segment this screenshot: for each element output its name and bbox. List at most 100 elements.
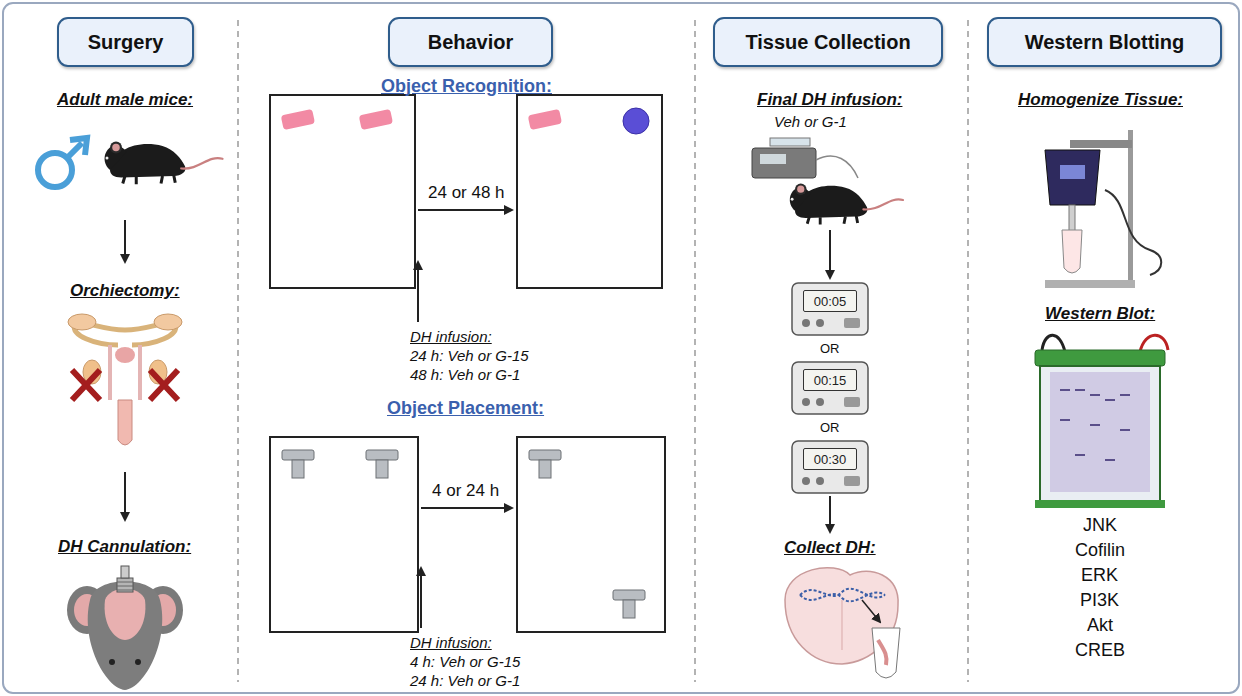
illustration-part <box>417 262 419 322</box>
illustration-part <box>1060 165 1085 179</box>
timer-display: 00:30 <box>803 448 857 470</box>
infusion-heading: DH infusion: <box>410 328 492 345</box>
illustration-part <box>694 20 696 682</box>
illustration-part <box>421 507 512 509</box>
illustration-part <box>124 472 126 520</box>
section-header: Behavior <box>388 17 553 67</box>
illustration-part <box>816 156 858 178</box>
illustration-part <box>792 441 868 493</box>
task-heading: Object Placement: <box>387 398 544 419</box>
illustration-part <box>1140 335 1168 352</box>
illustration-part <box>539 460 551 478</box>
illustration-part <box>68 314 96 330</box>
illustration-part <box>115 347 135 363</box>
illustration-part <box>376 460 388 478</box>
t-objects <box>282 450 645 618</box>
illustration-part <box>760 154 786 164</box>
illustration-part <box>1040 366 1160 501</box>
illustration-part <box>1035 500 1165 508</box>
illustration-part <box>420 568 422 628</box>
illustration-part <box>1060 390 1130 460</box>
illustration-part <box>1045 280 1135 288</box>
protein-name: ERK <box>1081 565 1118 586</box>
or-label: OR <box>820 341 840 356</box>
male-symbol <box>38 138 87 187</box>
illustration-part <box>613 590 645 600</box>
illustration-part <box>237 20 239 682</box>
illustration-part <box>862 600 880 622</box>
homogenizer <box>1045 130 1161 288</box>
eraser-objects <box>281 108 649 134</box>
box-text: Surgery <box>88 31 164 54</box>
step-heading: Homogenize Tissue: <box>1018 90 1183 110</box>
illustration-part <box>1062 230 1082 273</box>
protein-name: Cofilin <box>1075 540 1125 561</box>
illustration-part <box>109 659 115 665</box>
illustration-part <box>517 95 662 288</box>
illustration-part <box>872 628 900 678</box>
infusion-note: 24 h: Veh or G-1 <box>410 672 520 689</box>
illustration-part <box>124 220 126 262</box>
illustration-part <box>117 582 133 590</box>
step-heading: Final DH infusion: <box>757 90 902 110</box>
illustration-part <box>105 589 146 640</box>
illustration-part <box>623 600 635 618</box>
illustration-part <box>154 314 182 330</box>
illustration-part <box>1035 350 1165 366</box>
step-heading: Adult male mice: <box>57 90 193 110</box>
illustration-part <box>1128 130 1133 280</box>
illustration-part <box>150 370 178 400</box>
illustration-part <box>1070 140 1132 148</box>
box-text: 00:30 <box>814 452 847 467</box>
box-text: Western Blotting <box>1025 31 1185 54</box>
illustration-part <box>117 578 133 592</box>
illustration-part <box>842 600 843 650</box>
task-heading: Object Recognition: <box>381 76 552 97</box>
illustration-part <box>878 640 887 665</box>
illustration-part <box>281 109 315 130</box>
timer-display: 00:15 <box>803 369 857 391</box>
illustration-part <box>528 109 562 130</box>
protein-name: CREB <box>1075 640 1125 661</box>
timer-display: 00:05 <box>803 290 857 312</box>
reproductive-tract <box>68 314 182 445</box>
treatment-label: Veh or G-1 <box>774 113 847 130</box>
box-text: 00:05 <box>814 294 847 309</box>
step-heading: Collect DH: <box>784 538 876 558</box>
illustration-part <box>270 437 418 632</box>
illustration-part <box>517 437 665 632</box>
step-heading: Orchiectomy: <box>70 281 180 301</box>
illustration-part <box>118 400 132 445</box>
mouse-icon <box>790 183 903 224</box>
box-text: 00:15 <box>814 373 847 388</box>
infusion-note: 4 h: Veh or G-15 <box>410 653 520 670</box>
illustration-part <box>1042 335 1065 352</box>
illustration-part <box>67 143 82 158</box>
illustration-part <box>792 362 868 414</box>
section-header: Western Blotting <box>987 17 1222 67</box>
step-heading: DH Cannulation: <box>58 537 191 557</box>
illustration-part <box>770 138 810 146</box>
illustration-part <box>366 450 398 460</box>
illustration-part <box>529 450 561 460</box>
illustration-part <box>270 95 415 288</box>
illustration-part <box>72 370 100 400</box>
illustration-part <box>359 109 393 130</box>
illustration-part <box>135 659 141 665</box>
protein-name: PI3K <box>1080 590 1119 611</box>
box-text: Tissue Collection <box>745 31 910 54</box>
illustration-part <box>121 566 129 578</box>
illustration-part <box>292 460 304 478</box>
protein-name: JNK <box>1083 515 1117 536</box>
section-header: Surgery <box>57 17 194 67</box>
western-blot-tank <box>1035 335 1168 508</box>
infusion-heading: DH infusion: <box>410 634 492 651</box>
infusion-note: 48 h: Veh or G-1 <box>410 366 520 383</box>
illustration-part <box>282 450 314 460</box>
box-text: Behavior <box>428 31 514 54</box>
delay-label: 24 or 48 h <box>428 183 505 203</box>
delay-label: 4 or 24 h <box>432 481 499 501</box>
illustration-part <box>3 3 1239 693</box>
illustration-part <box>88 581 163 690</box>
